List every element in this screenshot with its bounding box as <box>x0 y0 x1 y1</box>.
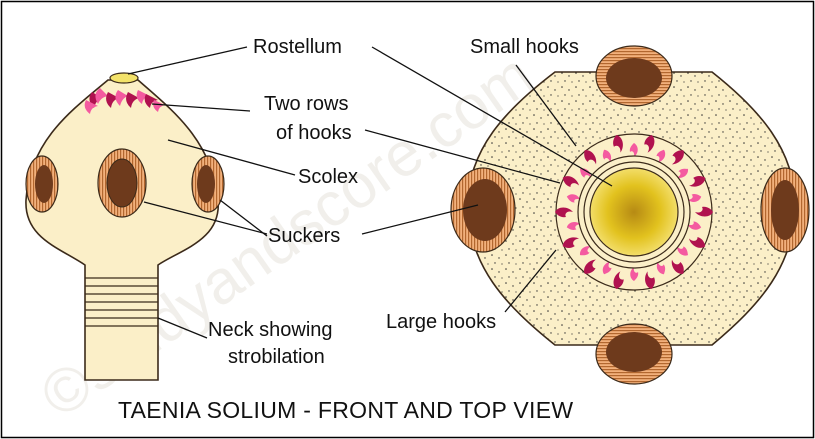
label-large-hooks: Large hooks <box>386 311 496 333</box>
rostellum-front <box>110 73 138 83</box>
label-two-rows-line2: of hooks <box>276 122 352 144</box>
label-two-rows-line1: Two rows <box>264 93 348 115</box>
sucker-bottom <box>596 324 672 384</box>
sucker-top <box>596 46 672 106</box>
label-scolex: Scolex <box>298 166 358 188</box>
label-neck-line2: strobilation <box>228 346 325 368</box>
label-suckers: Suckers <box>268 225 340 247</box>
sucker-front-center <box>98 149 146 217</box>
sucker-front-left <box>26 156 58 212</box>
figure-caption: TAENIA SOLIUM - FRONT AND TOP VIEW <box>118 397 573 423</box>
label-neck-line1: Neck showing <box>208 319 333 341</box>
label-small-hooks: Small hooks <box>470 36 579 58</box>
sucker-front-right <box>192 156 224 212</box>
label-rostellum: Rostellum <box>253 36 342 58</box>
sucker-right <box>761 168 809 252</box>
